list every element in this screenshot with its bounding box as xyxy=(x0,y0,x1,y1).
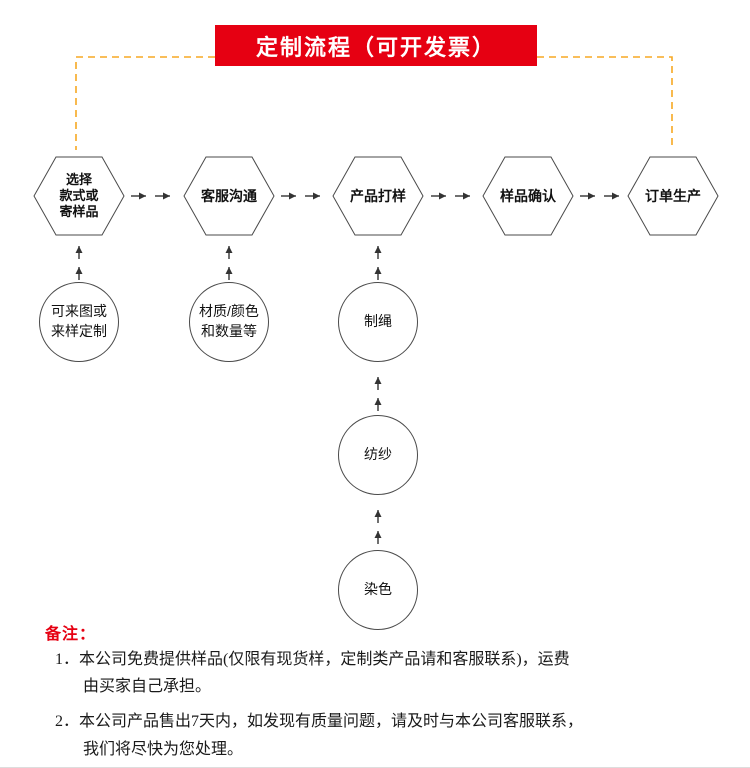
hexagon-shape xyxy=(482,156,574,236)
note-item-1: 1．本公司免费提供样品(仅限有现货样，定制类产品请和客服联系)，运费 由买家自己… xyxy=(55,651,570,696)
flow-step-sample-confirm: 样品确认 xyxy=(482,156,574,236)
flow-step-customer-service: 客服沟通 xyxy=(183,156,275,236)
notes-heading: 备注： xyxy=(45,626,97,643)
flow-step-label: 订单生产 xyxy=(645,187,701,204)
process-node-spinning: 纺纱 xyxy=(338,415,418,495)
flow-step-product-sampling: 产品打样 xyxy=(332,156,424,236)
hexagon-shape xyxy=(332,156,424,236)
dashed-connector-left xyxy=(75,56,215,150)
flow-step-order-production: 订单生产 xyxy=(627,156,719,236)
input-node-material-color: 材质/颜色 和数量等 xyxy=(189,282,269,362)
hexagon-shape xyxy=(33,156,125,236)
process-node-rope-making: 制绳 xyxy=(338,282,418,362)
flow-step-label: 样品确认 xyxy=(500,187,556,204)
input-node-custom-by-sample: 可来图或 来样定制 xyxy=(39,282,119,362)
flow-step-select-style: 选择 款式或 寄样品 xyxy=(33,156,125,236)
notes-list: 1．本公司免费提供样品(仅限有现货样，定制类产品请和客服联系)，运费 由买家自己… xyxy=(55,646,725,767)
flow-title-banner: 定制流程（可开发票） xyxy=(215,25,537,66)
page-title: 定制流程（可开发票） xyxy=(255,34,496,60)
flow-step-label: 选择 款式或 寄样品 xyxy=(59,171,99,220)
flow-arrows xyxy=(75,192,619,544)
note-item-2: 2．本公司产品售出7天内，如发现有质量问题，请及时与本公司客服联系， 我们将尽快… xyxy=(55,713,584,758)
flow-step-label: 客服沟通 xyxy=(201,187,257,204)
process-node-dyeing: 染色 xyxy=(338,550,418,630)
hexagon-shape xyxy=(627,156,719,236)
hexagon-shape xyxy=(183,156,275,236)
flow-step-label: 产品打样 xyxy=(350,187,406,204)
dashed-connector-right xyxy=(537,56,673,147)
